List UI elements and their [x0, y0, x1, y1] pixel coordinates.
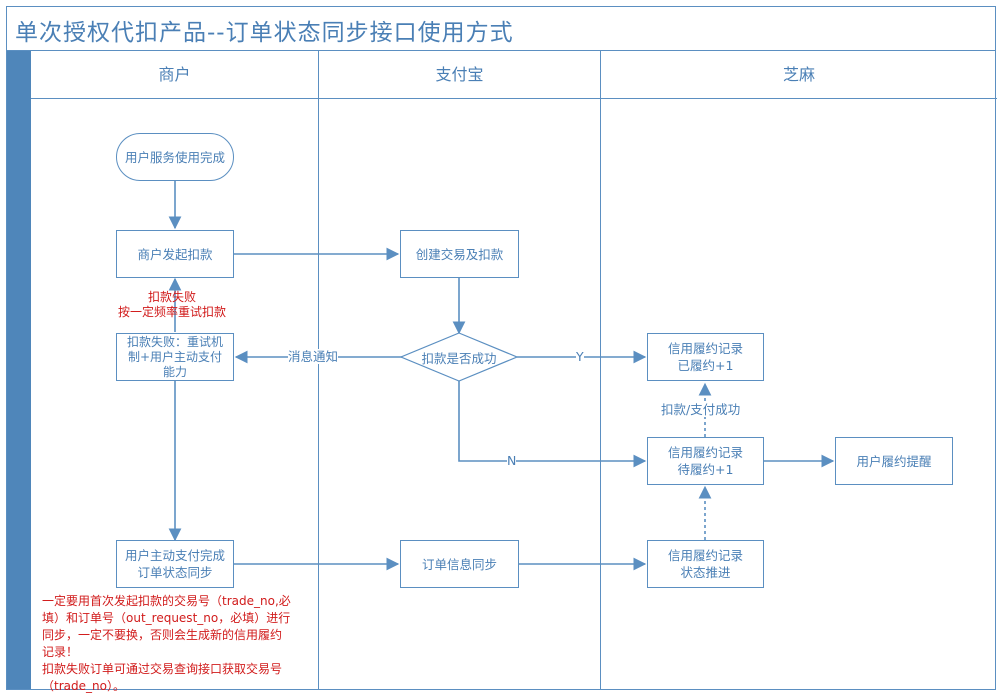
node-user-pay-done: 用户主动支付完成 订单状态同步	[116, 540, 234, 588]
node-fail-handle: 扣款失败：重试机 制+用户主动支付 能力	[116, 333, 234, 381]
lane-alipay: 支付宝	[319, 51, 601, 689]
label-yes: Y	[576, 349, 584, 364]
lane-header-merchant: 商户	[31, 51, 318, 99]
label-no: N	[507, 453, 517, 468]
node-record-pending: 信用履约记录 待履约+1	[647, 437, 764, 485]
lane-header-alipay: 支付宝	[319, 51, 600, 99]
side-strip	[7, 51, 31, 689]
note-line-4: 记录！	[42, 645, 79, 659]
note-block: 一定要用首次发起扣款的交易号（trade_no,必 填）和订单号（out_req…	[42, 593, 318, 695]
label-retry-2: 按一定频率重试扣款	[118, 305, 227, 319]
node-record-advance: 信用履约记录 状态推进	[647, 540, 764, 588]
label-retry-1: 扣款失败	[148, 290, 197, 304]
title-bar: 单次授权代扣产品--订单状态同步接口使用方式	[7, 7, 995, 51]
note-line-1: 一定要用首次发起扣款的交易号（trade_no,必	[42, 594, 291, 608]
note-line-3: 同步，一定不要换，否则会生成新的信用履约	[42, 628, 283, 642]
label-msg-notify: 消息通知	[288, 349, 339, 364]
lane-merchant: 商户	[31, 51, 319, 689]
note-line-6: （trade_no）。	[42, 679, 125, 693]
node-record-done: 信用履约记录 已履约+1	[647, 333, 764, 381]
node-create-trade: 创建交易及扣款	[400, 230, 519, 278]
note-line-2: 填）和订单号（out_request_no，必填）进行	[42, 611, 291, 625]
label-pay-success: 扣款/支付成功	[661, 402, 741, 417]
lane-header-zhima: 芝麻	[601, 51, 997, 99]
note-line-5: 扣款失败订单可通过交易查询接口获取交易号	[42, 662, 283, 676]
node-order-sync: 订单信息同步	[400, 540, 519, 588]
arrow-decision-no	[458, 380, 647, 468]
lane-zhima: 芝麻	[601, 51, 997, 689]
decision-label: 扣款是否成功	[421, 350, 497, 366]
node-remind: 用户履约提醒	[835, 437, 953, 485]
node-start: 用户服务使用完成	[116, 133, 234, 181]
node-merchant-charge: 商户发起扣款	[116, 230, 234, 278]
diagram-title: 单次授权代扣产品--订单状态同步接口使用方式	[15, 20, 514, 46]
decision-diamond	[399, 332, 519, 382]
